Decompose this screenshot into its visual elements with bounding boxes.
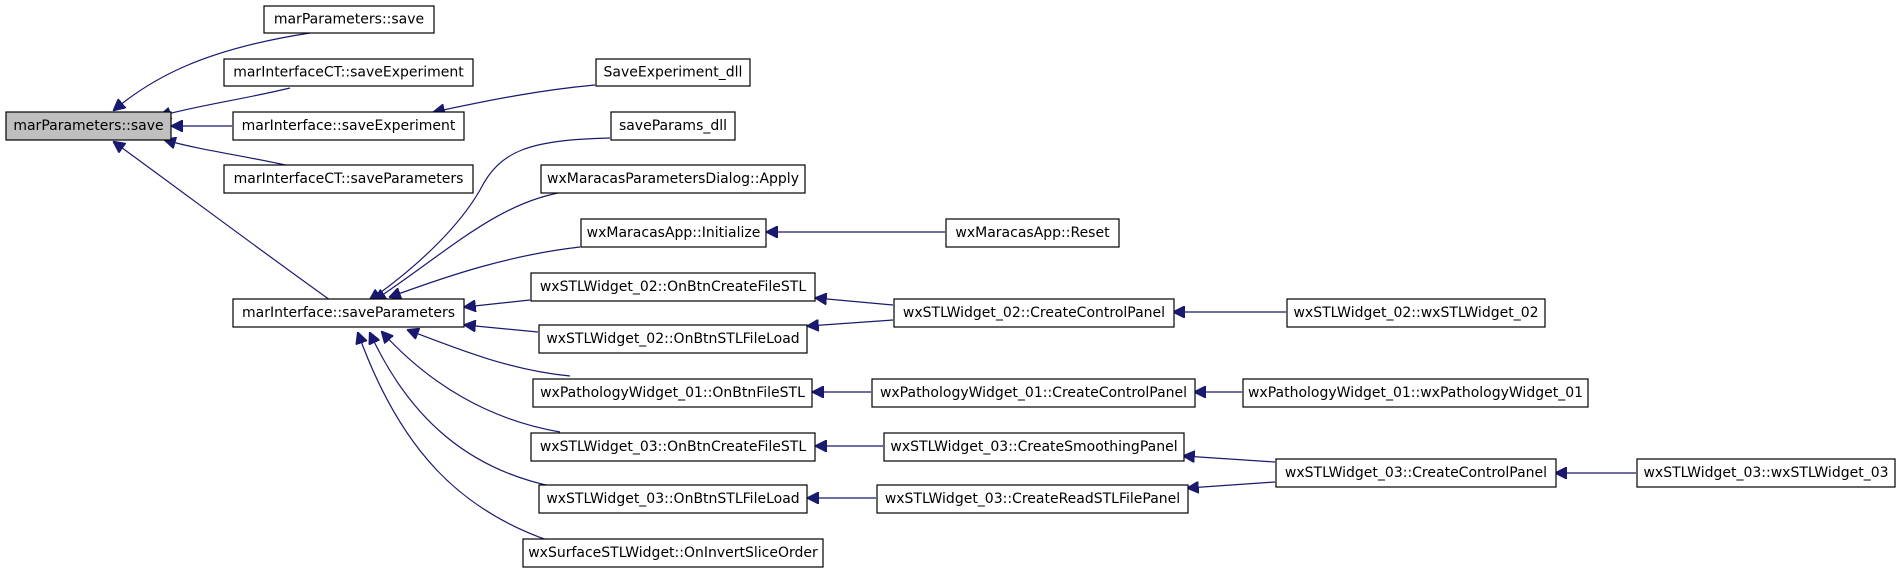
node-marparameters-save-root[interactable]: marParameters::save — [5, 111, 172, 141]
svg-text:marInterface::saveParameters: marInterface::saveParameters — [242, 305, 455, 321]
edge-ct-saveparameters-to-save — [165, 140, 291, 167]
svg-text:saveParams_dll: saveParams_dll — [619, 118, 727, 134]
svg-text:wxSTLWidget_03::wxSTLWidget_03: wxSTLWidget_03::wxSTLWidget_03 — [1643, 465, 1888, 481]
edge-pathology-onbtn-to-saveparameters — [408, 330, 571, 377]
node-wxstlwidget03-createsmoothingpanel[interactable]: wxSTLWidget_03::CreateSmoothingPanel — [883, 432, 1185, 462]
edge-save-to-save — [114, 32, 311, 110]
node-marinterface-saveexperiment[interactable]: marInterface::saveExperiment — [232, 111, 465, 141]
svg-text:wxSTLWidget_03::CreateReadSTLF: wxSTLWidget_03::CreateReadSTLFilePanel — [885, 491, 1180, 507]
node-wxmaracasapp-initialize[interactable]: wxMaracasApp::Initialize — [580, 218, 767, 248]
svg-text:wxMaracasParametersDialog::App: wxMaracasParametersDialog::Apply — [547, 171, 799, 187]
node-saveexperiment-dll[interactable]: SaveExperiment_dll — [595, 58, 751, 87]
svg-text:wxSTLWidget_02::OnBtnCreateFil: wxSTLWidget_02::OnBtnCreateFileSTL — [540, 279, 806, 295]
svg-text:wxSTLWidget_02::wxSTLWidget_02: wxSTLWidget_02::wxSTLWidget_02 — [1293, 305, 1538, 321]
svg-text:marParameters::save: marParameters::save — [13, 118, 163, 134]
node-wxmaracasparametersdialog-apply[interactable]: wxMaracasParametersDialog::Apply — [540, 164, 806, 194]
svg-text:wxSTLWidget_02::OnBtnSTLFileLo: wxSTLWidget_02::OnBtnSTLFileLoad — [546, 331, 799, 347]
node-wxstlwidget02-onbtncreatefilestl[interactable]: wxSTLWidget_02::OnBtnCreateFileSTL — [530, 272, 816, 302]
node-wxstlwidget03-createcontrolpanel[interactable]: wxSTLWidget_03::CreateControlPanel — [1275, 458, 1557, 488]
svg-text:wxMaracasApp::Initialize: wxMaracasApp::Initialize — [587, 225, 761, 241]
node-wxstlwidget02-onbtnstlfileload[interactable]: wxSTLWidget_02::OnBtnSTLFileLoad — [538, 324, 808, 354]
edges — [114, 32, 1636, 542]
edge-stl02-controlpanel-to-createfile — [816, 298, 894, 306]
node-marinterfacect-saveparameters[interactable]: marInterfaceCT::saveParameters — [223, 164, 474, 194]
node-wxpathologywidget01-ctor[interactable]: wxPathologyWidget_01::wxPathologyWidget_… — [1242, 378, 1589, 408]
svg-text:marParameters::save: marParameters::save — [274, 12, 424, 28]
node-wxstlwidget03-onbtncreatefilestl[interactable]: wxSTLWidget_03::OnBtnCreateFileSTL — [530, 432, 816, 462]
svg-text:marInterfaceCT::saveExperiment: marInterfaceCT::saveExperiment — [233, 65, 464, 81]
nodes: marParameters::save marParameters::save … — [5, 5, 1896, 568]
svg-text:wxMaracasApp::Reset: wxMaracasApp::Reset — [955, 225, 1110, 241]
svg-text:marInterface::saveExperiment: marInterface::saveExperiment — [242, 118, 456, 134]
svg-text:SaveExperiment_dll: SaveExperiment_dll — [604, 65, 743, 81]
node-wxstlwidget02-createcontrolpanel[interactable]: wxSTLWidget_02::CreateControlPanel — [893, 298, 1175, 328]
svg-text:wxSTLWidget_03::CreateControlP: wxSTLWidget_03::CreateControlPanel — [1285, 465, 1547, 481]
node-saveparams-dll[interactable]: saveParams_dll — [610, 111, 736, 141]
svg-text:wxSTLWidget_02::CreateControlP: wxSTLWidget_02::CreateControlPanel — [903, 305, 1165, 321]
edge-saveparameters-to-save — [114, 142, 331, 301]
svg-text:wxPathologyWidget_01::wxPathol: wxPathologyWidget_01::wxPathologyWidget_… — [1248, 385, 1583, 401]
edge-stl02-createfile-to-saveparameters — [465, 299, 531, 307]
edge-invertslice-to-saveparameters — [358, 333, 551, 542]
edge-apply-to-saveparameters — [375, 190, 571, 300]
svg-text:wxSTLWidget_03::CreateSmoothin: wxSTLWidget_03::CreateSmoothingPanel — [890, 439, 1177, 455]
node-wxpathologywidget01-createcontrolpanel[interactable]: wxPathologyWidget_01::CreateControlPanel — [871, 378, 1196, 408]
edge-stl03-controlpanel-to-smoothing — [1184, 456, 1276, 462]
node-marinterface-saveparameters[interactable]: marInterface::saveParameters — [232, 298, 465, 328]
svg-text:wxSTLWidget_03::OnBtnCreateFil: wxSTLWidget_03::OnBtnCreateFileSTL — [540, 439, 806, 455]
edge-stl03-createfile-to-saveparameters — [382, 332, 561, 433]
edge-stl02-controlpanel-to-fileload — [808, 320, 894, 326]
node-wxstlwidget03-ctor[interactable]: wxSTLWidget_03::wxSTLWidget_03 — [1636, 458, 1896, 488]
node-marparameters-save[interactable]: marParameters::save — [263, 5, 435, 34]
edge-ct-saveexperiment-to-save — [160, 87, 291, 116]
svg-text:wxSurfaceSTLWidget::OnInvertSl: wxSurfaceSTLWidget::OnInvertSliceOrder — [528, 545, 818, 561]
node-wxpathologywidget01-onbtnfilestl[interactable]: wxPathologyWidget_01::OnBtnFileSTL — [532, 378, 813, 408]
node-wxstlwidget03-createreadstlfilepanel[interactable]: wxSTLWidget_03::CreateReadSTLFilePanel — [876, 484, 1189, 514]
node-marinterfacect-saveexperiment[interactable]: marInterfaceCT::saveExperiment — [223, 58, 474, 87]
edge-stl03-fileload-to-saveparameters — [370, 333, 556, 488]
edge-saveparams-dll-to-saveparameters — [370, 137, 611, 300]
edge-stl03-controlpanel-to-readstl — [1188, 482, 1276, 488]
svg-text:marInterfaceCT::saveParameters: marInterfaceCT::saveParameters — [234, 171, 464, 187]
svg-text:wxPathologyWidget_01::OnBtnFil: wxPathologyWidget_01::OnBtnFileSTL — [540, 385, 805, 401]
node-wxmaracasapp-reset[interactable]: wxMaracasApp::Reset — [945, 218, 1120, 248]
node-wxstlwidget02-ctor[interactable]: wxSTLWidget_02::wxSTLWidget_02 — [1286, 298, 1546, 328]
svg-text:wxSTLWidget_03::OnBtnSTLFileLo: wxSTLWidget_03::OnBtnSTLFileLoad — [546, 491, 799, 507]
edge-saveexperiment-dll-to-saveexperiment — [434, 84, 596, 112]
edge-stl02-fileload-to-saveparameters — [465, 325, 539, 333]
svg-text:wxPathologyWidget_01::CreateCo: wxPathologyWidget_01::CreateControlPanel — [880, 385, 1187, 401]
edge-initialize-to-saveparameters — [390, 246, 581, 297]
node-wxstlwidget03-onbtnstlfileload[interactable]: wxSTLWidget_03::OnBtnSTLFileLoad — [538, 484, 808, 514]
node-wxsurfacestlwidget-oninvertsliceorder[interactable]: wxSurfaceSTLWidget::OnInvertSliceOrder — [522, 538, 824, 568]
